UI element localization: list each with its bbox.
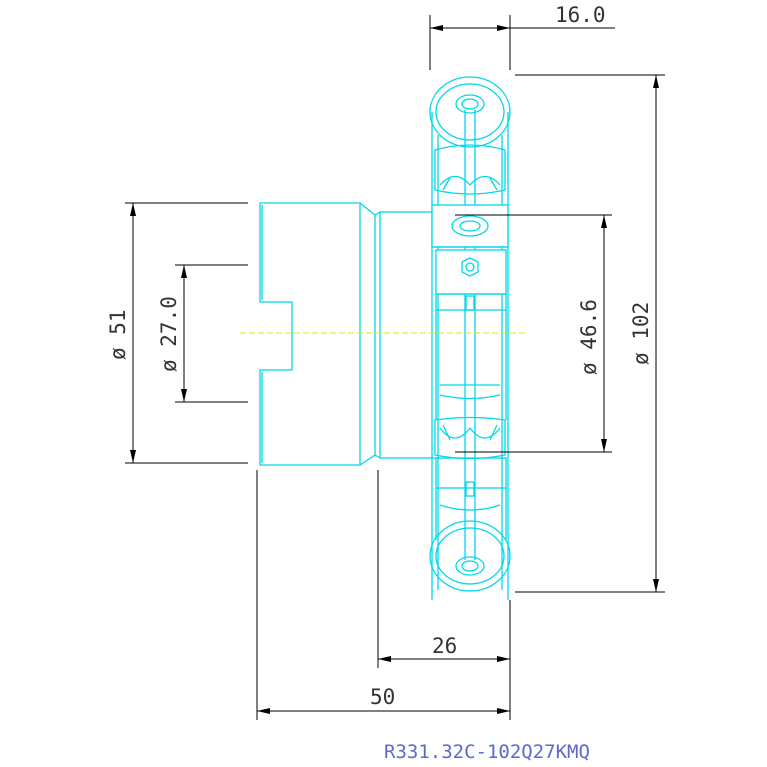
- dim-46-6-label: ø 46.6: [577, 299, 601, 375]
- dim-51: [125, 202, 248, 464]
- dim-46-6: [455, 214, 612, 453]
- dim-50: [256, 470, 511, 720]
- dim-26-label: 26: [432, 634, 457, 658]
- dim-16-0: [429, 15, 615, 70]
- part-code: R331.32C-102Q27KMQ: [384, 741, 590, 763]
- dim-26: [377, 470, 511, 668]
- dim-102-label: ø 102: [629, 302, 653, 365]
- cutter-assembly: [429, 76, 511, 600]
- dim-16-0-label: 16.0: [555, 3, 606, 27]
- dim-51-label: ø 51: [106, 309, 130, 360]
- dim-102: [515, 74, 665, 593]
- dim-27-0-label: ø 27.0: [157, 296, 181, 372]
- dim-27-0: [175, 264, 248, 403]
- arbor-body: [259, 202, 440, 466]
- dim-50-label: 50: [370, 685, 395, 709]
